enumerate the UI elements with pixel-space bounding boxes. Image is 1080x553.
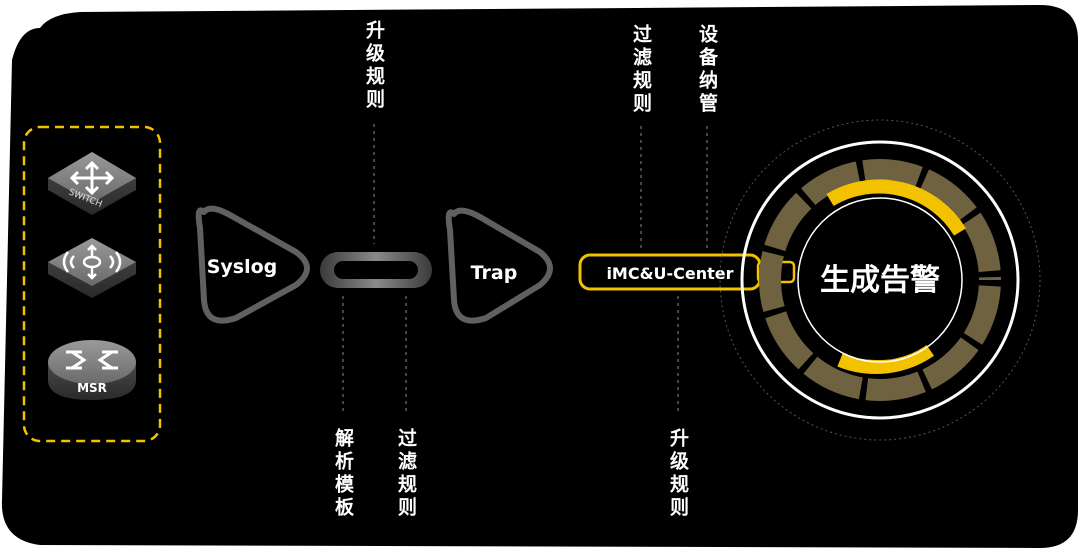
msr-router-icon — [66, 350, 118, 370]
trap-label: Trap — [471, 262, 518, 284]
imc-label: iMC&U-Center — [606, 264, 733, 283]
switch-icon — [69, 160, 115, 196]
alarm-rings: 生成告警 — [719, 119, 1041, 441]
device-management-label: 设备纳管 — [696, 24, 719, 116]
syslog-node: Syslog — [195, 205, 310, 324]
router-icon — [62, 244, 122, 280]
imc-filter-rule-label: 过滤规则 — [630, 24, 652, 116]
switch-device: SWITCH — [48, 152, 136, 215]
alarm-arc-bottom — [837, 344, 934, 374]
msr-device: MSR — [48, 340, 136, 400]
background-panel — [1, 5, 1078, 548]
msr-label: MSR — [77, 381, 107, 395]
syslog-filter-rule-label: 过滤规则 — [395, 428, 417, 520]
syslog-upgrade-rule-label: 升级规则 — [363, 20, 385, 112]
trap-node: Trap — [445, 207, 553, 324]
device-group-box — [22, 125, 162, 443]
imc-node: iMC&U-Center — [578, 253, 762, 291]
syslog-label: Syslog — [207, 256, 278, 278]
pill-connector — [320, 252, 432, 288]
parse-template-label: 解析模板 — [332, 427, 354, 520]
alarm-arc-top — [826, 179, 966, 236]
alarm-label: 生成告警 — [820, 263, 940, 298]
dashed-connectors — [342, 124, 708, 415]
router-device — [48, 238, 136, 298]
imc-upgrade-rule-label: 升级规则 — [667, 428, 689, 520]
